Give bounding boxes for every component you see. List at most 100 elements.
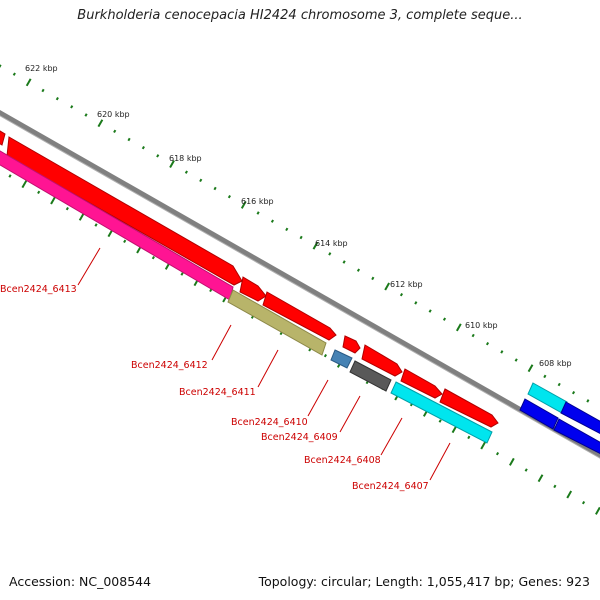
inner-tick [151,255,155,260]
outer-ruler-ticks [0,64,590,403]
gene-red-2[interactable] [6,136,243,286]
gene-label-6413: Bcen2424_6413 [0,284,77,295]
gene-red-1[interactable] [0,128,6,146]
outer-tick [557,382,561,387]
gene-blue-1[interactable] [560,401,600,436]
outer-tick [471,333,475,338]
inner-tick [50,196,56,205]
outer-tick [543,374,547,379]
inner-tick [180,272,184,276]
outer-tick [41,88,45,93]
outer-tick [414,301,418,305]
outer-tick [156,154,160,158]
outer-tick [514,358,518,362]
gene-red-6[interactable] [361,344,403,377]
gene-6412[interactable] [227,289,327,356]
outer-tick [328,252,332,256]
outer-tick [199,178,203,183]
outer-tick [500,350,504,354]
outer-tick [384,282,390,291]
label-leaders [77,247,451,481]
backbone-outer [0,109,600,459]
outer-tick [285,227,289,232]
gene-label-6409: Bcen2424_6409 [261,432,338,443]
gene-label-6412: Bcen2424_6412 [131,360,208,371]
outer-tick [70,105,74,109]
kbp-label-620: 620 kbp [97,110,130,119]
kbp-label-612: 612 kbp [390,280,423,289]
inner-tick [495,451,500,456]
gene-blue-2[interactable] [519,398,559,430]
outer-tick [12,72,16,76]
outer-tick [485,341,490,346]
kbp-label-608: 608 kbp [539,359,572,368]
inner-tick [595,506,600,515]
gene-blue-3[interactable] [553,418,600,456]
inner-tick [323,353,328,358]
outer-tick [25,78,32,87]
inner-tick [438,419,442,423]
kbp-label-616: 616 kbp [241,197,274,206]
gene-red-7[interactable] [400,368,443,399]
inner-tick [37,190,41,195]
inner-tick [524,468,528,472]
inner-tick [21,180,28,189]
outer-tick [586,399,590,403]
gene-label-6407: Bcen2424_6407 [352,481,429,492]
outer-tick [169,160,175,168]
outer-tick [213,186,217,191]
inner-tick [537,474,544,483]
map-title: Burkholderia cenocepacia HI2424 chromoso… [77,8,523,23]
inner-tick [65,206,69,211]
outer-tick [342,260,346,264]
gene-6408[interactable] [390,381,493,444]
outer-tick [399,292,404,297]
backbone-shine [0,115,600,459]
gene-red-5[interactable] [342,335,361,354]
outer-tick [84,113,88,117]
outer-tick [127,137,131,142]
gene-label-6408: Bcen2424_6408 [304,455,381,466]
outer-tick [455,323,462,332]
outer-tick [312,241,319,250]
outer-tick [227,194,231,199]
inner-tick [566,490,573,499]
outer-tick [240,200,247,209]
gene-6410[interactable] [330,349,353,369]
outer-tick [141,145,145,150]
inner-tick [78,212,85,221]
kbp-label-622: 622 kbp [25,64,58,73]
gene-6409[interactable] [349,360,392,392]
gene-label-6410: Bcen2424_6410 [231,417,308,428]
gene-red-3[interactable] [239,276,267,302]
kbp-label-618: 618 kbp [169,154,202,163]
outer-tick [442,317,447,321]
kbp-label-614: 614 kbp [315,239,348,248]
inner-tick [123,239,127,244]
accession-text: Accession: NC_008544 [9,574,152,589]
gene-label-6411: Bcen2424_6411 [179,387,256,398]
inner-tick [581,500,586,505]
inner-tick [480,441,487,450]
kbp-label-610: 610 kbp [465,321,498,330]
outer-tick [55,96,59,101]
inner-tick [94,223,98,227]
outer-tick [270,219,274,223]
topology-text: Topology: circular; Length: 1,055,417 bp… [258,574,590,589]
inner-tick [553,484,557,489]
outer-tick [0,64,2,68]
outer-tick [527,364,534,373]
outer-tick [97,119,104,128]
gene-red-4[interactable] [262,291,337,341]
outer-tick [113,129,117,134]
gene-red-8[interactable] [439,388,499,428]
outer-tick [571,390,576,395]
outer-tick [428,309,432,313]
outer-tick [184,170,188,174]
outer-tick [299,235,303,240]
inner-tick [467,435,471,440]
outer-tick [256,211,260,215]
outer-tick [356,268,361,272]
inner-tick [8,174,12,178]
